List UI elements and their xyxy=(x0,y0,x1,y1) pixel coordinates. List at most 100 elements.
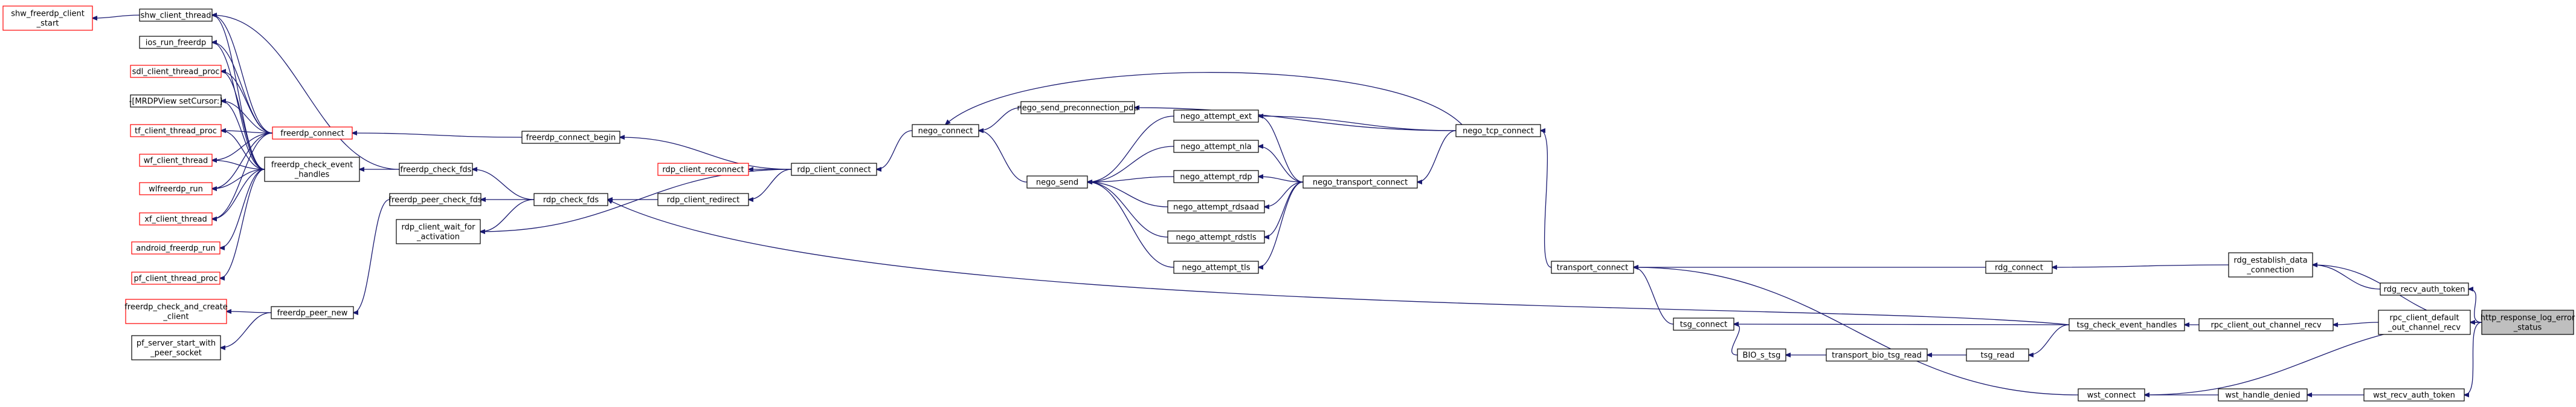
node-connect-begin[interactable]: freerdp_connect_begin xyxy=(521,131,620,144)
node-wst-handle[interactable]: wst_handle_denied xyxy=(2218,388,2308,402)
node-check-event[interactable]: freerdp_check_event_handles xyxy=(264,157,360,182)
node-box[interactable] xyxy=(131,241,221,255)
node-ios[interactable]: ios_run_freerdp xyxy=(139,36,213,49)
node-box[interactable] xyxy=(264,157,360,182)
node-box[interactable] xyxy=(389,193,481,206)
node-box[interactable] xyxy=(272,126,353,140)
node-att-tls[interactable]: nego_attempt_tls xyxy=(1173,261,1259,274)
node-box[interactable] xyxy=(399,163,473,176)
node-transport-bio[interactable]: transport_bio_tsg_read xyxy=(1826,348,1928,362)
node-att-ext[interactable]: nego_attempt_ext xyxy=(1173,109,1259,123)
node-peer-new[interactable]: freerdp_peer_new xyxy=(271,306,354,319)
node-box[interactable] xyxy=(139,154,213,167)
node-nego-connect[interactable]: nego_connect xyxy=(912,124,979,137)
node-rpc-default[interactable]: rpc_client_default_out_channel_recv xyxy=(2378,310,2471,335)
node-tsg-connect[interactable]: tsg_connect xyxy=(1673,317,1734,331)
node-att-rdsaad[interactable]: nego_attempt_rdsaad xyxy=(1167,200,1265,213)
node-rdg-recv[interactable]: rdg_recv_auth_token xyxy=(2380,282,2469,296)
node-box[interactable] xyxy=(130,124,222,137)
node-box[interactable] xyxy=(657,193,749,206)
node-box[interactable] xyxy=(1673,317,1734,331)
node-box[interactable] xyxy=(1167,230,1265,244)
node-tf[interactable]: tf_client_thread_proc xyxy=(130,124,222,137)
node-box[interactable] xyxy=(2481,310,2574,335)
node-bio[interactable]: BIO_s_tsg xyxy=(1737,348,1786,362)
node-att-rdp[interactable]: nego_attempt_rdp xyxy=(1173,170,1259,183)
node-freerdp-connect[interactable]: freerdp_connect xyxy=(272,126,353,140)
node-box[interactable] xyxy=(131,272,221,285)
node-box[interactable] xyxy=(1173,109,1259,123)
node-box[interactable] xyxy=(131,335,221,360)
node-box[interactable] xyxy=(2078,388,2145,402)
node-box[interactable] xyxy=(533,193,608,206)
node-box[interactable] xyxy=(2069,318,2185,331)
node-android[interactable]: android_freerdp_run xyxy=(131,241,221,255)
node-box[interactable] xyxy=(396,219,481,244)
node-box[interactable] xyxy=(657,163,749,176)
node-check-fds[interactable]: freerdp_check_fds xyxy=(399,163,473,176)
node-box[interactable] xyxy=(271,306,354,319)
node-box[interactable] xyxy=(2198,318,2334,331)
node-wst-connect[interactable]: wst_connect xyxy=(2078,388,2145,402)
node-tsg-check[interactable]: tsg_check_event_handles xyxy=(2069,318,2185,331)
node-reconnect[interactable]: rdp_client_reconnect xyxy=(657,163,749,176)
node-box[interactable] xyxy=(1985,261,2053,274)
node-rdg-establish[interactable]: rdg_establish_data_connection xyxy=(2228,252,2313,278)
node-box[interactable] xyxy=(2,5,93,31)
node-peer-check[interactable]: freerdp_peer_check_fds xyxy=(388,193,482,206)
node-att-nla[interactable]: nego_attempt_nla xyxy=(1173,140,1259,153)
node-nego-pcpdu[interactable]: nego_send_preconnection_pdu xyxy=(1017,101,1139,114)
node-box[interactable] xyxy=(1966,348,2029,362)
node-shw-start[interactable]: shw_freerdp_client_start xyxy=(2,5,93,31)
node-wf[interactable]: wf_client_thread xyxy=(139,154,213,167)
node-box[interactable] xyxy=(2228,252,2313,278)
node-transp-connect[interactable]: transport_connect xyxy=(1551,261,1634,274)
node-box[interactable] xyxy=(1026,175,1088,189)
node-box[interactable] xyxy=(1173,140,1259,153)
node-rdp-connect[interactable]: rdp_client_connect xyxy=(791,163,877,176)
node-rpc-client[interactable]: rpc_client_out_channel_recv xyxy=(2198,318,2334,331)
node-box[interactable] xyxy=(1167,200,1265,213)
node-rdg-connect[interactable]: rdg_connect xyxy=(1985,261,2053,274)
node-box[interactable] xyxy=(1551,261,1634,274)
node-wlf[interactable]: wlfreerdp_run xyxy=(139,182,213,195)
node-box[interactable] xyxy=(139,182,213,195)
node-box[interactable] xyxy=(2378,310,2471,335)
node-box[interactable] xyxy=(2363,388,2465,402)
node-pf-thread[interactable]: pf_client_thread_proc xyxy=(131,272,221,285)
node-box[interactable] xyxy=(1020,101,1135,114)
node-box[interactable] xyxy=(125,299,227,324)
node-http[interactable]: http_response_log_error_status xyxy=(2481,310,2575,335)
node-box[interactable] xyxy=(521,131,620,144)
node-box[interactable] xyxy=(139,212,213,226)
node-transport-connect[interactable]: nego_transport_connect xyxy=(1302,175,1418,189)
node-box[interactable] xyxy=(1455,124,1541,137)
node-sdl[interactable]: sdl_client_thread_proc xyxy=(130,65,222,78)
node-box[interactable] xyxy=(1173,261,1259,274)
node-att-rdstls[interactable]: nego_attempt_rdstls xyxy=(1167,230,1265,244)
node-nego-send[interactable]: nego_send xyxy=(1026,175,1088,189)
node-tcp-connect[interactable]: nego_tcp_connect xyxy=(1455,124,1541,137)
node-tsg-read[interactable]: tsg_read xyxy=(1966,348,2029,362)
node-wst-recv[interactable]: wst_recv_auth_token xyxy=(2363,388,2465,402)
node-box[interactable] xyxy=(130,94,222,108)
node-check-create[interactable]: freerdp_check_and_create_client xyxy=(124,299,228,324)
node-mrdp[interactable]: -[MRDPView setCursor:] xyxy=(129,94,223,108)
node-box[interactable] xyxy=(139,8,213,22)
node-box[interactable] xyxy=(2380,282,2469,296)
node-box[interactable] xyxy=(912,124,979,137)
node-redirect[interactable]: rdp_client_redirect xyxy=(657,193,749,206)
node-box[interactable] xyxy=(130,65,222,78)
node-box[interactable] xyxy=(1826,348,1928,362)
node-shw-thread[interactable]: shw_client_thread xyxy=(139,8,213,22)
node-box[interactable] xyxy=(1737,348,1786,362)
node-rdp-check[interactable]: rdp_check_fds xyxy=(533,193,608,206)
node-box[interactable] xyxy=(139,36,213,49)
node-wait-act[interactable]: rdp_client_wait_for_activation xyxy=(396,219,481,244)
node-pf-server[interactable]: pf_server_start_with_peer_socket xyxy=(131,335,221,360)
node-box[interactable] xyxy=(2218,388,2308,402)
node-box[interactable] xyxy=(791,163,877,176)
node-box[interactable] xyxy=(1173,170,1259,183)
node-xf[interactable]: xf_client_thread xyxy=(139,212,213,226)
node-box[interactable] xyxy=(1302,175,1418,189)
